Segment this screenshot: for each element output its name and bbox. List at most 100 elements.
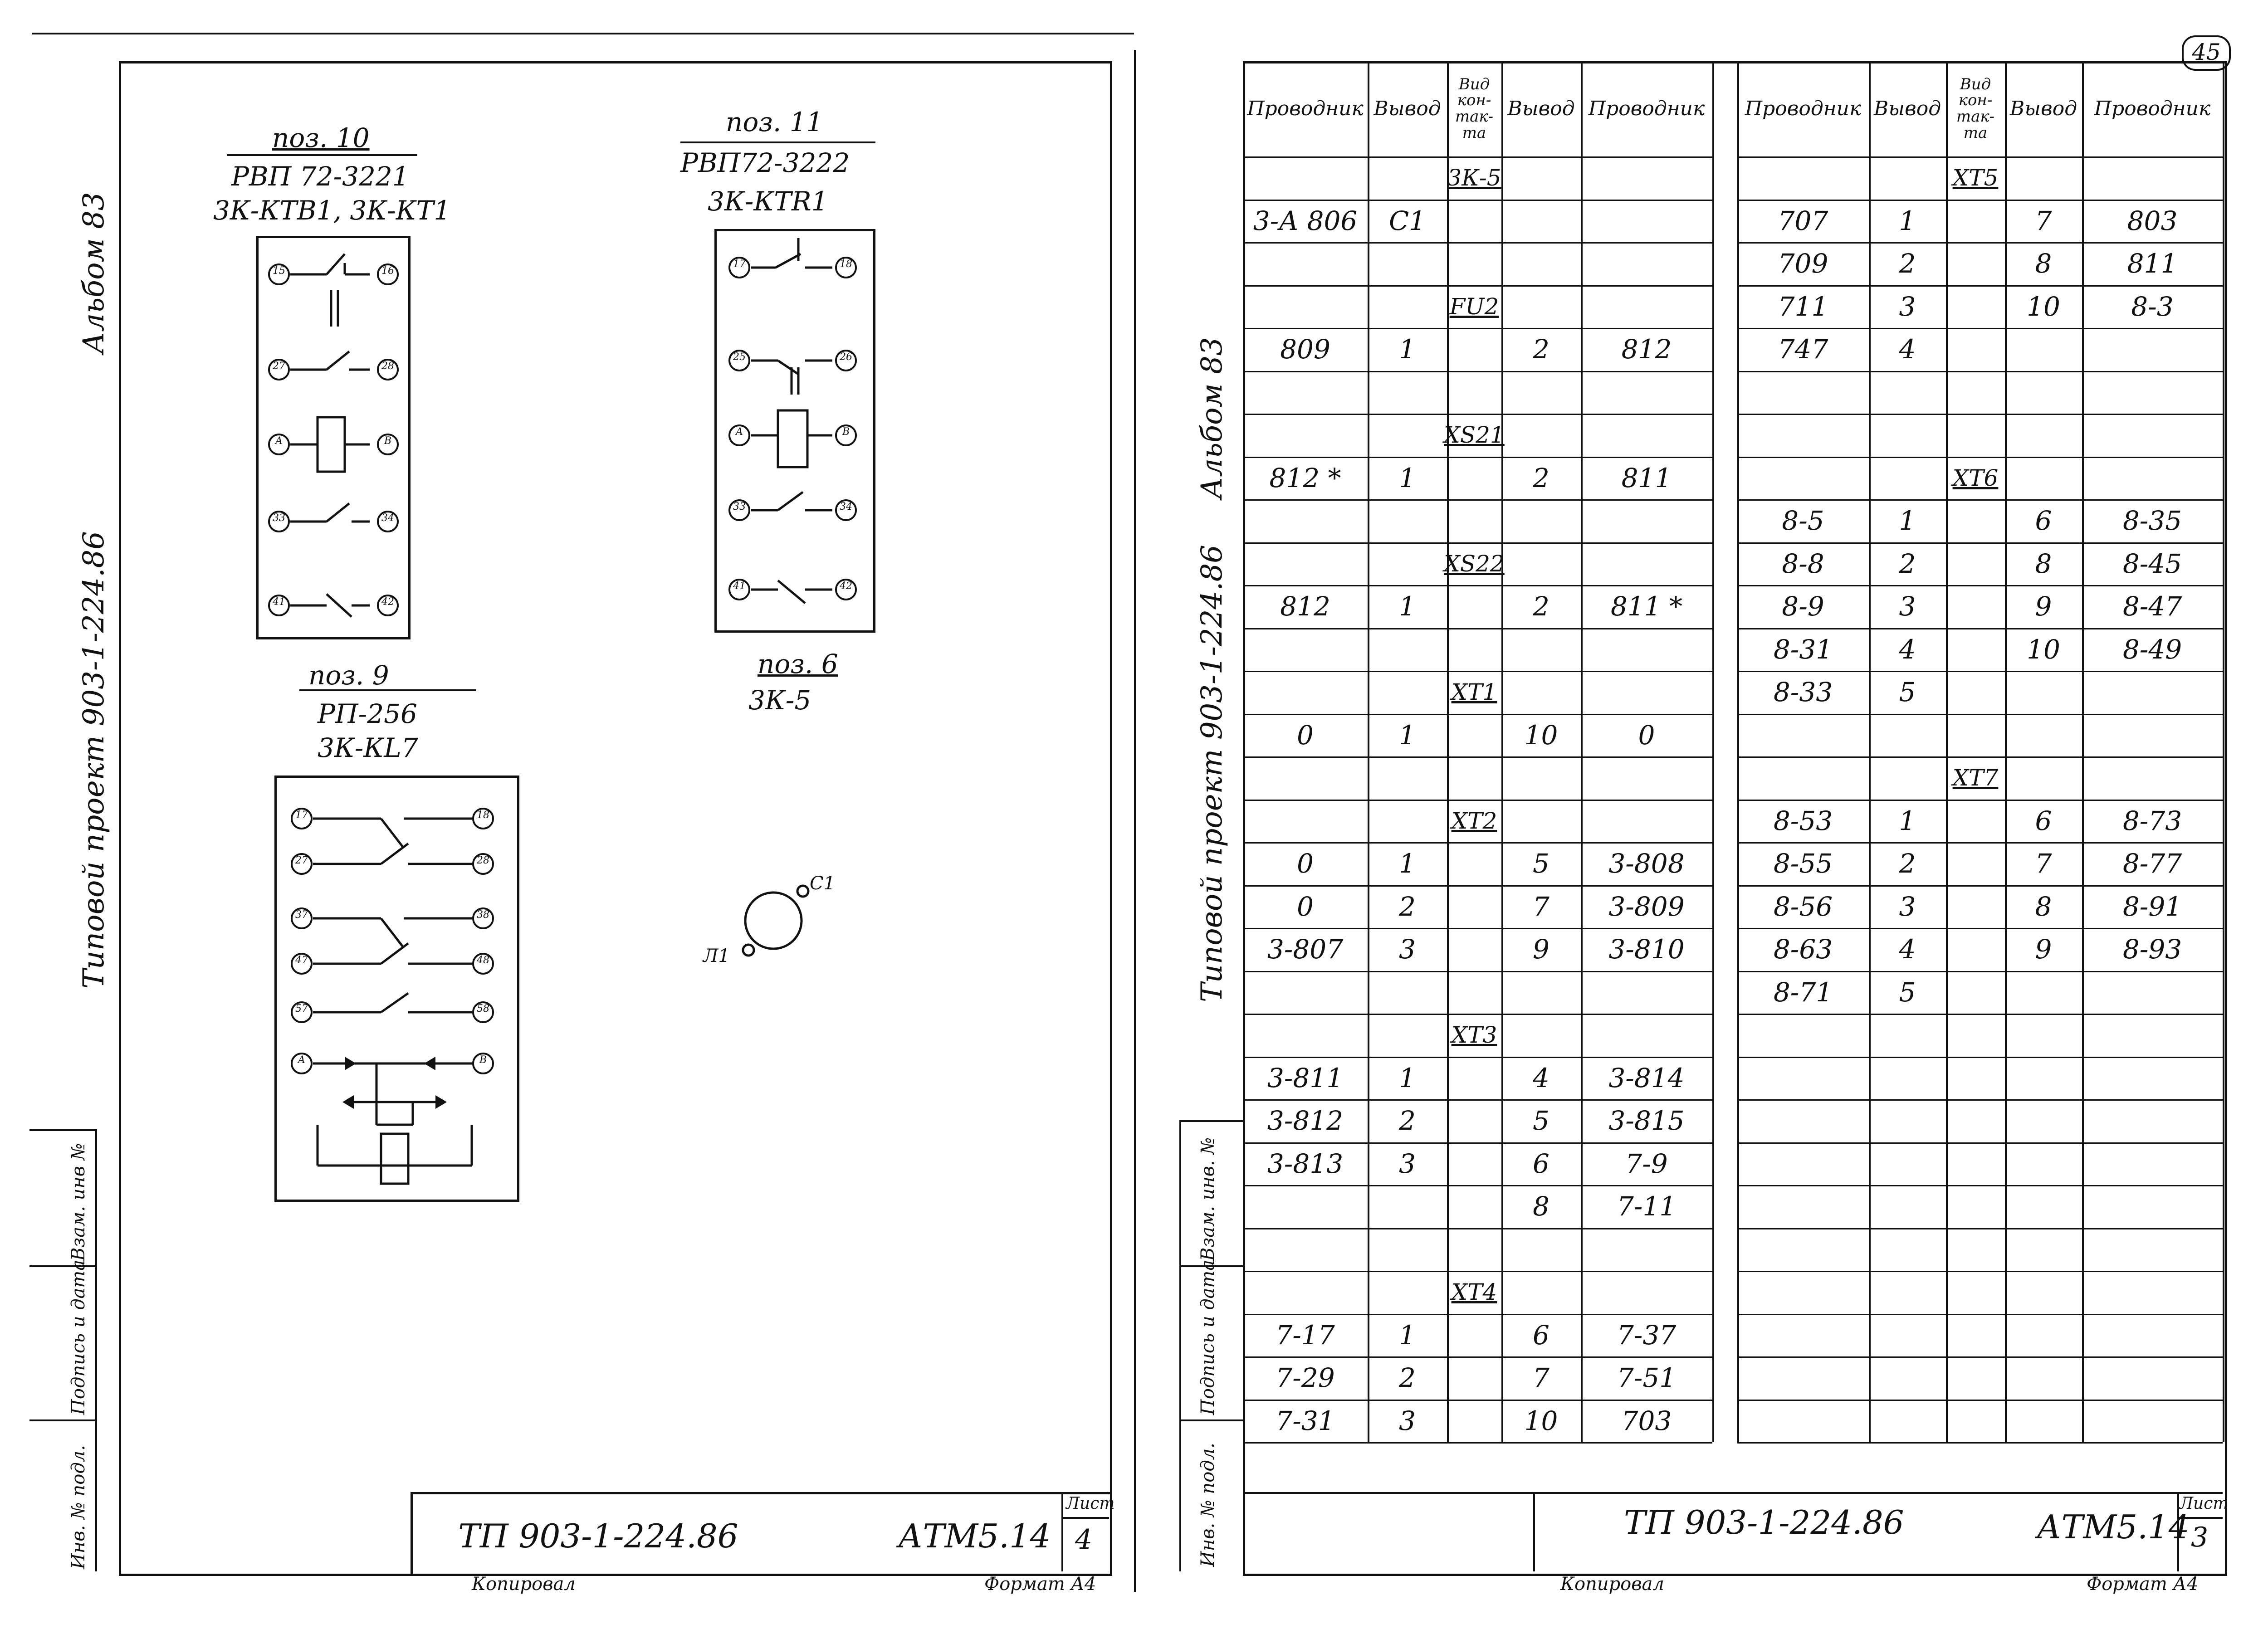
left_table-cell: 3-808	[1608, 848, 1685, 879]
left_table-cell: 6	[1533, 1319, 1549, 1351]
right_table-cell: 8-63	[1773, 934, 1833, 965]
right-tb-sheet: 3	[2191, 1522, 2209, 1553]
left_table-cell: 6	[1533, 1148, 1549, 1179]
left_table-cell: 5	[1533, 1105, 1549, 1136]
left_table-cell: 2	[1533, 462, 1549, 493]
left_table-cell: 809	[1280, 334, 1330, 365]
right-footer-copied: Копировал	[1560, 1574, 1664, 1595]
right_table-cell: 8-8	[1782, 548, 1824, 579]
pos11-term-33: 33	[733, 501, 746, 512]
left_table-cell: 3-812	[1267, 1105, 1344, 1136]
pos10-term-28: 28	[381, 361, 394, 372]
left_table-hline-15	[1243, 799, 1712, 801]
right-tb-div-2	[2177, 1492, 2179, 1571]
right_table-hline-29	[1737, 1399, 2223, 1401]
right_table-cell: 8-53	[1773, 805, 1833, 836]
right_table-group-label: XT5	[1952, 165, 1999, 191]
right-tb-top	[1243, 1492, 2223, 1494]
left_table-vline-5	[1712, 61, 1714, 1442]
pos6-label: поз. 6	[758, 649, 838, 679]
left_table-cell: 3-807	[1267, 934, 1344, 965]
left_table-hline-20	[1243, 1014, 1712, 1015]
left_table-cell: 2	[1399, 1362, 1416, 1394]
right_table-cell: 811	[2127, 248, 2178, 279]
left_table-cell: 9	[1533, 934, 1549, 965]
left_table-group-label: XS22	[1444, 550, 1505, 577]
left_table-cell: 3-814	[1608, 1062, 1685, 1093]
left_table-hline-21	[1243, 1056, 1712, 1058]
right_table-hline-11	[1737, 628, 2223, 629]
left_table-cell: 7-17	[1276, 1319, 1335, 1351]
left_table-hline-22	[1243, 1099, 1712, 1101]
left-stamp-sep-3	[29, 1419, 95, 1421]
left_table-cell: 2	[1533, 591, 1549, 622]
right_table-cell: 3	[1899, 891, 1916, 922]
right_table-cell: 7	[2035, 205, 2052, 236]
right_table-hline-19	[1737, 971, 2223, 972]
right-stamp-sep-1	[1179, 1120, 1243, 1122]
pos10-term-16: 16	[381, 265, 394, 277]
left_table-hline-26	[1243, 1271, 1712, 1272]
right_table-cell: 10	[2027, 291, 2060, 322]
right_table-cell: 6	[2035, 505, 2052, 537]
left_table-vline-3	[1501, 61, 1503, 1442]
pos10-term-42: 42	[381, 596, 394, 608]
right_table-cell: 1	[1899, 505, 1916, 537]
pos11-term-41: 41	[733, 580, 746, 592]
left-stamp-border	[95, 1129, 97, 1571]
left_table-header-1: Вывод	[1374, 97, 1441, 120]
right_table-group-label: XT6	[1952, 464, 1999, 491]
right_table-vline-3	[2005, 61, 2007, 1442]
right_table-cell: 8-55	[1773, 848, 1833, 879]
left_table-vline-4	[1581, 61, 1583, 1442]
left_table-hline-0	[1243, 156, 1712, 158]
left_table-cell: 7	[1533, 891, 1549, 922]
left_table-cell: 1	[1399, 848, 1416, 879]
left_table-hline-11	[1243, 628, 1712, 629]
right_table-cell: 8-91	[2122, 891, 2182, 922]
left_table-cell: 3-809	[1608, 891, 1685, 922]
left_table-cell: 0	[1297, 848, 1314, 879]
left_table-group-label: XT4	[1451, 1279, 1497, 1306]
pos9-term-27: 27	[295, 855, 308, 866]
pos9-relay-box	[274, 776, 519, 1202]
right_table-hline-6	[1737, 414, 2223, 415]
left_table-group-label: XT2	[1451, 807, 1497, 834]
pos10-relay-box	[256, 236, 411, 639]
left_table-group-label: 3К-5	[1447, 165, 1501, 191]
left_table-hline-2	[1243, 242, 1712, 244]
left_table-cell: 1	[1399, 719, 1416, 751]
pos9-label: поз. 9	[308, 660, 389, 691]
pos11-model: РВП72-3222	[680, 147, 850, 178]
right-tb-sheet-label: Лист	[2180, 1494, 2229, 1513]
left_table-header-2: Вид кон-так-та	[1455, 75, 1494, 142]
left_table-vline-0	[1243, 61, 1245, 1442]
left_table-group-label: XT1	[1451, 679, 1497, 706]
pos11-label: поз. 11	[726, 107, 823, 137]
left_table-cell: 1	[1399, 1319, 1416, 1351]
left_table-cell: 10	[1524, 719, 1558, 751]
pos10-term-27: 27	[273, 361, 285, 372]
right_table-hline-25	[1737, 1228, 2223, 1229]
pos10-label: поз. 10	[272, 122, 370, 153]
left_table-cell: 7-29	[1276, 1362, 1335, 1394]
left_table-hline-16	[1243, 842, 1712, 844]
right_table-hline-9	[1737, 542, 2223, 544]
pos10-term-15: 15	[273, 265, 285, 277]
right-tb-sheet-sep	[2177, 1517, 2223, 1519]
right_table-cell: 8-77	[2122, 848, 2182, 879]
right_table-cell: 2	[1899, 548, 1916, 579]
left_table-cell: 3-810	[1608, 934, 1685, 965]
left_table-cell: 1	[1399, 591, 1416, 622]
right_table-hline-0	[1737, 156, 2223, 158]
left_table-hline-19	[1243, 971, 1712, 972]
left-footer-copied: Копировал	[472, 1574, 576, 1595]
right_table-hline-28	[1737, 1356, 2223, 1358]
left_table-hline-12	[1243, 671, 1712, 672]
right_table-hline-10	[1737, 585, 2223, 586]
pos9-underline	[299, 689, 476, 691]
left-tb-code: ТП 903-1-224.86	[458, 1517, 738, 1555]
right-album-label: Альбом 83	[1195, 337, 1229, 499]
left_table-cell: 7-37	[1617, 1319, 1677, 1351]
left_table-cell: 7-11	[1617, 1191, 1677, 1222]
